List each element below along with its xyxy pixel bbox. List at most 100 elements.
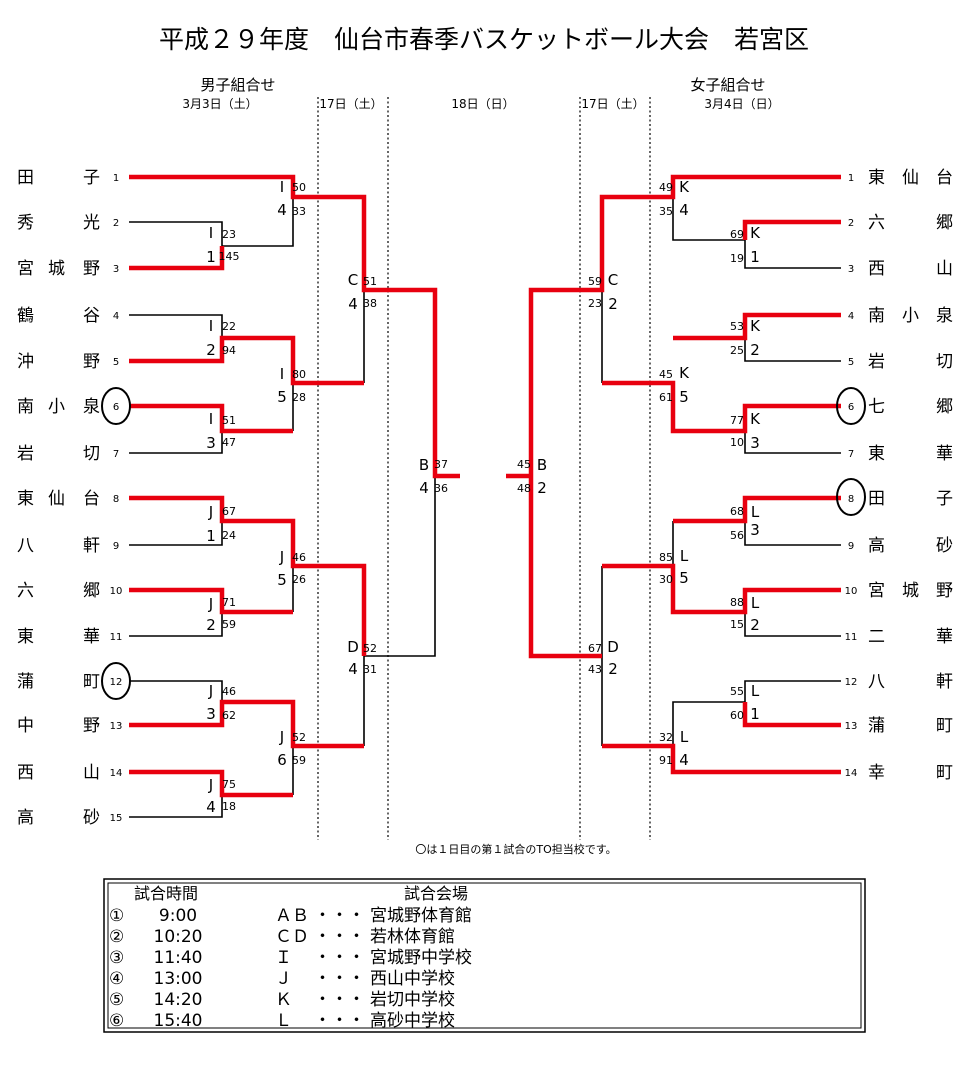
boys-team-row: 沖 野 5 — [17, 352, 119, 372]
schedule-time-header: 試合時間 — [134, 884, 198, 903]
match-score: 59 — [292, 754, 306, 767]
to-marker — [836, 478, 866, 516]
match-score: 35 — [659, 205, 673, 218]
match-label: 4 — [206, 798, 216, 816]
team-name-char: 仙 — [48, 489, 65, 509]
team-name-char: 幸 — [868, 763, 885, 783]
match-score: 46 — [292, 551, 306, 564]
schedule-time: 11:40 — [154, 948, 203, 968]
to-marker — [836, 387, 866, 425]
team-name-char: 郷 — [936, 213, 953, 233]
team-seed: 7 — [113, 449, 119, 460]
team-name-char: 東 — [17, 627, 34, 647]
match-label: L — [680, 547, 689, 565]
team-seed: 4 — [113, 311, 119, 322]
girls-team-row: 宮城野10 — [845, 581, 953, 601]
date-17-left: 17日（土） — [319, 97, 382, 111]
schedule-venue: 高砂中学校 — [370, 1011, 455, 1031]
schedule-court: Ｌ — [275, 1011, 292, 1031]
match-labels: I1I2I3J1J2J3J4I4I5J5J6C4D4B4231452294514… — [206, 178, 761, 816]
match-score: 23 — [588, 297, 602, 310]
team-name-char: 高 — [17, 808, 34, 828]
team-name-char: 南 — [17, 397, 34, 417]
team-name-char: 城 — [48, 259, 65, 279]
team-seed: 9 — [113, 541, 119, 552]
girls-team-row: 東華7 — [848, 444, 953, 464]
schedule-time: 13:00 — [154, 969, 203, 989]
match-label: 5 — [679, 569, 689, 587]
schedule-time: 15:40 — [154, 1011, 203, 1031]
girls-team-row: 東仙台1 — [848, 168, 953, 188]
schedule-venue-header: 試合会場 — [404, 884, 468, 903]
team-name-char: 八 — [17, 536, 34, 556]
team-name-char: 泉 — [83, 397, 100, 417]
team-name-char: 西 — [17, 763, 34, 783]
girls-team-row: 蒲町13 — [845, 716, 953, 736]
winner-path — [129, 495, 367, 656]
girls-header: 女子組合せ — [690, 76, 765, 94]
team-seed: 8 — [113, 494, 119, 505]
team-name-char: 蒲 — [17, 672, 34, 692]
schedule-venue: 宮城野体育館 — [370, 906, 472, 926]
to-marker — [101, 662, 131, 700]
match-score: 51 — [222, 414, 236, 427]
match-label: L — [751, 594, 760, 612]
match-label: B — [419, 456, 429, 474]
match-label: I — [280, 178, 284, 196]
winner-path — [602, 563, 841, 615]
team-seed: 8 — [848, 494, 854, 505]
match-label: 2 — [608, 295, 618, 313]
winner-path — [673, 495, 841, 524]
match-score: 30 — [659, 573, 673, 586]
match-label: J — [279, 728, 284, 746]
schedule-dots: ・・・ — [314, 948, 365, 968]
boys-header: 男子組合せ — [200, 76, 275, 94]
match-score: 48 — [517, 482, 531, 495]
match-label: C — [348, 271, 358, 289]
team-seed: 5 — [113, 357, 119, 368]
match-score: 71 — [222, 596, 236, 609]
to-markers — [101, 387, 866, 700]
schedule-court: Ｋ — [275, 990, 292, 1010]
team-name-char: 田 — [868, 489, 885, 509]
team-name-char: 軒 — [83, 536, 100, 556]
winner-path — [129, 335, 364, 386]
team-name-char: 切 — [936, 352, 953, 372]
match-label: 4 — [419, 479, 429, 497]
team-name-char: 子 — [83, 168, 100, 188]
team-name-char: 沖 — [17, 352, 34, 372]
match-score: 59 — [222, 618, 236, 631]
match-score: 67 — [222, 505, 236, 518]
match-score: 85 — [659, 551, 673, 564]
match-label: J — [208, 776, 213, 794]
team-name-char: 山 — [936, 259, 953, 279]
girls-team-row: 高砂9 — [848, 536, 953, 556]
girls-team-row: 二華11 — [845, 627, 953, 647]
team-name-char: 城 — [902, 581, 919, 601]
match-score: 91 — [659, 754, 673, 767]
match-score: 94 — [222, 344, 236, 357]
match-score: 52 — [292, 731, 306, 744]
team-seed: 13 — [110, 721, 123, 732]
girls-team-row: 西山3 — [848, 259, 953, 279]
girls-team-row: 岩切5 — [848, 352, 953, 372]
team-name-char: 六 — [868, 213, 885, 233]
team-seed: 5 — [848, 357, 854, 368]
team-name-char: 野 — [83, 352, 100, 372]
team-seed: 1 — [848, 173, 854, 184]
team-name-char: 東 — [17, 489, 34, 509]
match-score: 68 — [730, 505, 744, 518]
team-name-char: 岩 — [17, 444, 34, 464]
schedule-dots: ・・・ — [314, 927, 365, 947]
team-name-char: 谷 — [83, 306, 100, 326]
match-score: 59 — [588, 275, 602, 288]
schedule-court: ＡＢ — [275, 906, 309, 926]
